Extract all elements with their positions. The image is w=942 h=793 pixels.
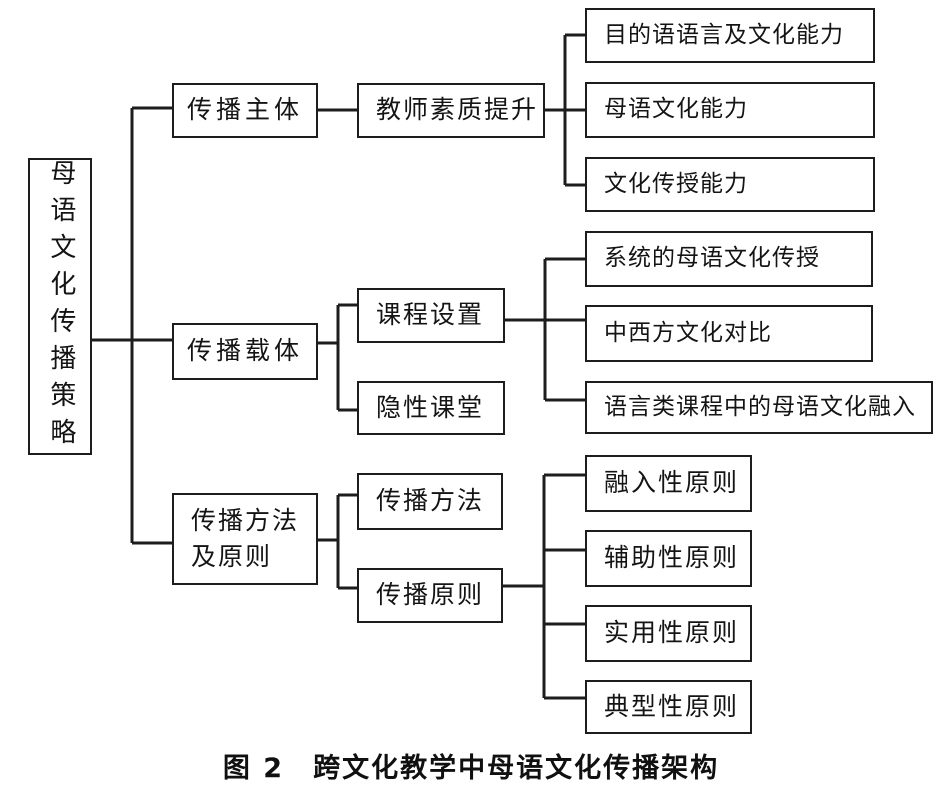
node-practical-principle: 实用性原则 (585, 605, 752, 662)
node-teacher-quality: 教师素质提升 (357, 83, 545, 138)
node-hidden-classroom-label: 隐性课堂 (376, 392, 485, 422)
node-communication-method-label: 传播方法 (376, 486, 485, 516)
node-culture-teaching-ability: 文化传授能力 (585, 157, 875, 212)
node-hidden-classroom: 隐性课堂 (357, 381, 505, 435)
node-target-language-ability-label: 目的语语言及文化能力 (604, 21, 844, 48)
node-communication-method: 传播方法 (357, 473, 503, 530)
node-typical-principle-label: 典型性原则 (604, 691, 740, 721)
node-native-culture-ability: 母语文化能力 (585, 82, 875, 138)
node-practical-principle-label: 实用性原则 (604, 618, 740, 648)
node-auxiliary-principle: 辅助性原则 (585, 530, 752, 587)
node-teacher-quality-label: 教师素质提升 (376, 95, 539, 125)
node-curriculum-setting: 课程设置 (357, 288, 505, 343)
node-china-west-comparison-label: 中西方文化对比 (604, 319, 772, 346)
node-culture-teaching-ability-label: 文化传授能力 (604, 170, 748, 197)
node-method-and-principle: 传播方法及原则 (172, 493, 318, 585)
node-communication-subject-label: 传播主体 (186, 95, 303, 125)
node-systematic-culture-teaching-label: 系统的母语文化传授 (604, 245, 820, 272)
node-target-language-ability: 目的语语言及文化能力 (585, 8, 875, 63)
node-communication-subject: 传播主体 (172, 83, 318, 138)
node-root-strategy-label: 母语文化传播策略 (45, 158, 76, 455)
node-communication-carrier-label: 传播载体 (186, 336, 303, 366)
node-integration-principle: 融入性原则 (585, 455, 752, 512)
node-method-and-principle-label: 传播方法及原则 (191, 505, 300, 571)
node-language-course-integration: 语言类课程中的母语文化融入 (585, 381, 933, 434)
node-language-course-integration-label: 语言类课程中的母语文化融入 (604, 393, 916, 420)
node-china-west-comparison: 中西方文化对比 (585, 305, 873, 362)
node-native-culture-ability-label: 母语文化能力 (604, 96, 748, 123)
node-communication-principle-label: 传播原则 (376, 580, 485, 610)
node-communication-carrier: 传播载体 (172, 323, 318, 380)
figure-caption: 图 2 跨文化教学中母语文化传播架构 (222, 753, 720, 784)
node-typical-principle: 典型性原则 (585, 680, 752, 734)
node-systematic-culture-teaching: 系统的母语文化传授 (585, 231, 873, 287)
node-curriculum-setting-label: 课程设置 (376, 300, 485, 330)
node-root-strategy: 母语文化传播策略 (28, 158, 92, 455)
node-auxiliary-principle-label: 辅助性原则 (604, 543, 740, 573)
node-integration-principle-label: 融入性原则 (604, 468, 740, 498)
node-communication-principle: 传播原则 (357, 568, 503, 623)
